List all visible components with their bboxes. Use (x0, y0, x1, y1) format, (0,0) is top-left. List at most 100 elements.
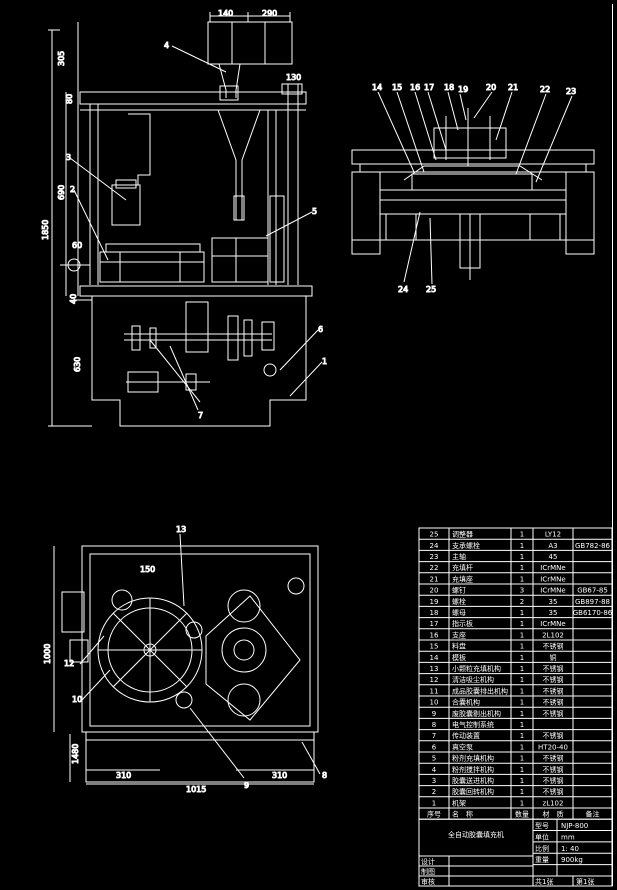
model-value: NJP-800 (561, 822, 588, 830)
bom-cell-name: 传动装置 (452, 731, 480, 740)
bom-cell-name: 真空泵 (452, 742, 473, 751)
bom-cell-name: 指示板 (452, 619, 473, 628)
dim-130: 130 (286, 73, 301, 82)
plan-view (53, 533, 321, 785)
part-label-14: 14 (372, 83, 382, 92)
bom-cell-no: 17 (430, 620, 439, 628)
bom-cell-no: 13 (430, 665, 439, 673)
dim-60: 60 (72, 241, 82, 250)
bom-cell-name: 清洁吸尘机构 (452, 675, 494, 684)
bom-cell-mat: ICrMNe (540, 587, 565, 595)
part-label-15: 15 (392, 83, 402, 92)
bom-cell-qty: 1 (520, 531, 524, 539)
part-label-6: 6 (318, 325, 323, 334)
bom-cell-mat: HT20-40 (538, 743, 568, 751)
bom-cell-mat: zL102 (543, 799, 564, 807)
bom-cell-no: 22 (430, 564, 439, 572)
weight-value: 900kg (561, 856, 583, 864)
bom-table-grid (418, 527, 613, 887)
bom-cell-no: 20 (430, 587, 439, 595)
bom-cell-no: 24 (430, 542, 439, 550)
bom-cell-name: 废胶囊剔出机构 (452, 709, 501, 718)
bom-cell-qty: 1 (520, 721, 524, 729)
bom-cell-qty: 1 (520, 687, 524, 695)
bom-cell-no: 10 (430, 699, 439, 707)
dim-1850: 1850 (41, 220, 50, 240)
bom-cell-no: 14 (430, 654, 439, 662)
bom-cell-qty: 1 (520, 609, 524, 617)
part-label-1: 1 (322, 357, 327, 366)
scale-value: 1: 40 (561, 845, 579, 853)
part-label-21: 21 (508, 83, 518, 92)
part-label-17: 17 (424, 83, 434, 92)
plan-view-labels: 1000 1480 310 310 1015 13 150 12 10 9 8 (43, 525, 328, 795)
bom-cell-note: GB67-85 (577, 587, 608, 595)
bom-cell-name: 模板 (452, 653, 466, 662)
front-view (48, 12, 323, 427)
bom-cell-mat: LY12 (545, 531, 561, 539)
bom-cell-name: 主轴 (452, 552, 466, 561)
sheet-number: 第1张 (576, 877, 594, 886)
bom-header-note: 备注 (586, 810, 600, 819)
bom-cell-mat: 不锈钢 (543, 787, 564, 796)
drawing-title: 全自动胶囊填充机 (448, 830, 504, 839)
dim-305: 305 (57, 51, 66, 66)
part-label-5: 5 (312, 207, 317, 216)
part-label-20: 20 (486, 83, 496, 92)
bom-cell-mat: ICrMNe (540, 575, 565, 583)
part-label-11: 10 (72, 695, 82, 704)
bom-cell-name: 螺栓 (452, 597, 466, 606)
bom-cell-mat: 不锈钢 (543, 776, 564, 785)
bom-cell-name: 支承螺栓 (452, 541, 480, 550)
bom-cell-no: 19 (430, 598, 439, 606)
bom-cell-mat: ICrMNe (540, 564, 565, 572)
bom-header-name: 名 称 (452, 810, 473, 819)
bom-cell-qty: 1 (520, 553, 524, 561)
bom-cell-note: GB782-86 (575, 542, 611, 550)
bom-cell-qty: 1 (520, 676, 524, 684)
dim-1480: 1480 (71, 744, 80, 764)
bom-cell-note: GB6170-86 (573, 609, 613, 617)
part-label-7: 7 (198, 411, 203, 420)
bom-cell-qty: 1 (520, 710, 524, 718)
bom-cell-no: 11 (430, 687, 439, 695)
label-150: 150 (140, 565, 155, 574)
bom-header-mat: 材 质 (543, 810, 564, 819)
bom-cell-name: 充填杆 (452, 563, 473, 572)
dim-80: 80 (65, 94, 74, 104)
bom-cell-mat: 45 (549, 553, 558, 561)
dim-140: 140 (218, 9, 233, 18)
bom-cell-name: 螺母 (452, 608, 466, 617)
bom-cell-qty: 1 (520, 654, 524, 662)
part-label-3: 3 (66, 153, 71, 162)
bom-cell-qty: 1 (520, 743, 524, 751)
bom-cell-name: 合囊机构 (452, 698, 480, 707)
bom-cell-no: 7 (432, 732, 436, 740)
weight-label: 重量 (535, 856, 549, 864)
dim-40: 40 (69, 294, 78, 304)
bom-cell-name: 粉剂充填机构 (452, 754, 494, 763)
bom-cell-qty: 1 (520, 564, 524, 572)
dim-310-right: 310 (272, 771, 287, 780)
bom-cell-qty: 1 (520, 620, 524, 628)
bom-cell-mat: 不锈钢 (543, 765, 564, 774)
unit-value: mm (561, 833, 575, 841)
bom-cell-note: GB897-88 (575, 598, 610, 606)
bom-cell-no: 18 (430, 609, 439, 617)
bom-cell-name: 小颗粒充填机构 (452, 664, 501, 673)
part-label-19: 19 (458, 85, 468, 94)
bom-cell-name: 支座 (452, 630, 466, 639)
part-label-4: 4 (164, 41, 169, 50)
bom-cell-qty: 3 (520, 587, 524, 595)
bom-cell-mat: 不锈钢 (543, 642, 564, 651)
part-label-2: 2 (70, 185, 75, 194)
bom-cell-name: 成品胶囊排出机构 (452, 686, 508, 695)
part-label-12: 12 (64, 659, 74, 668)
bom-cell-no: 9 (432, 710, 436, 718)
bom-cell-name: 粉剂搅拌机构 (452, 765, 494, 774)
bom-cell-no: 5 (432, 755, 436, 763)
bom-cell-mat: 2L102 (542, 631, 564, 639)
dim-690: 690 (57, 185, 66, 200)
bom-cell-no: 6 (432, 743, 437, 751)
